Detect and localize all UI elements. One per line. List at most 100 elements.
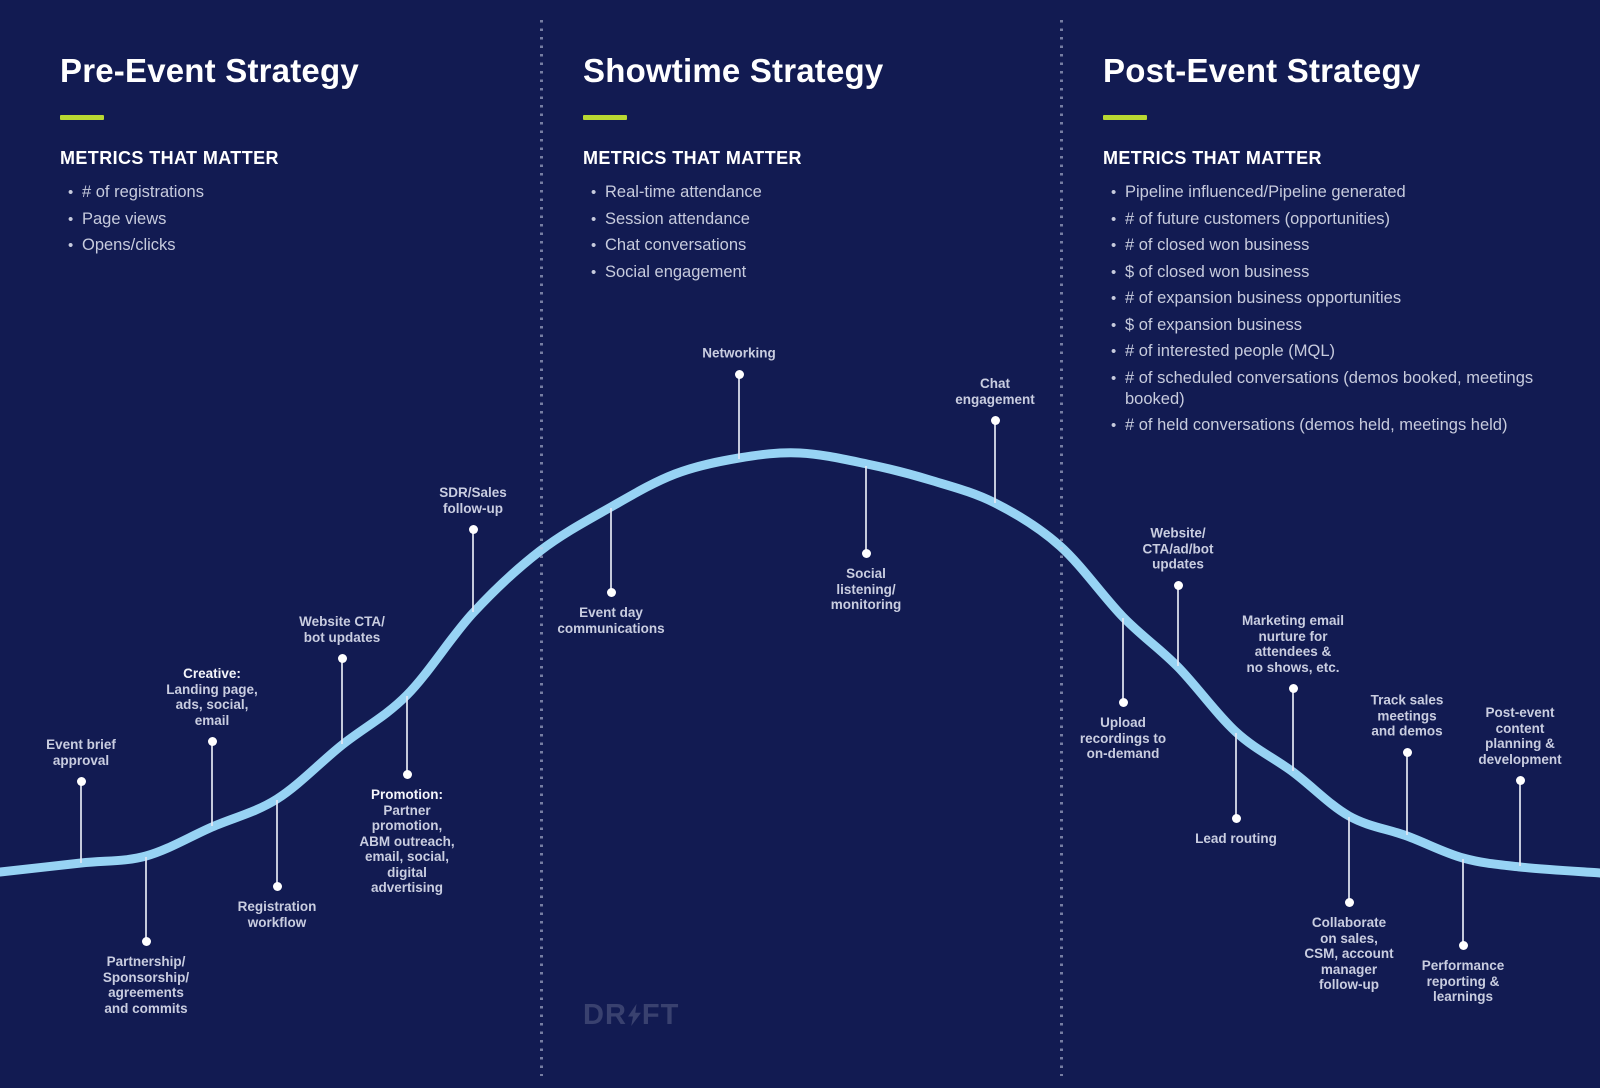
milestone-label-event-brief-approval: Event brief approval — [0, 737, 186, 768]
metric-text: $ of expansion business — [1125, 315, 1303, 334]
metric-text: Opens/clicks — [82, 236, 176, 254]
milestone-line-post-event-content — [1519, 780, 1521, 866]
drift-logo: DR FT — [583, 999, 679, 1032]
bullet-icon: • — [1111, 290, 1117, 307]
milestone-label-text: SDR/Sales follow-up — [439, 485, 507, 516]
metric-item: • Page views — [60, 209, 500, 230]
milestone-label-event-day-communications: Event day communications — [506, 605, 716, 636]
showtime-metrics-list: •Real-time attendance • Session attendance… — [583, 182, 1023, 283]
milestone-label-creative: Creative:Landing page, ads, social, emai… — [107, 666, 317, 728]
milestone-label-text: Performance reporting & learnings — [1421, 958, 1505, 1004]
milestone-label-post-event-content: Post-event content planning & developmen… — [1415, 705, 1600, 767]
metric-text: # of expansion business opportunities — [1125, 289, 1402, 307]
milestone-dot-chat-engagement — [990, 415, 1000, 425]
metric-item: •$ of expansion business — [1103, 315, 1558, 336]
milestone-label-promotion: Promotion:Partner promotion, ABM outreac… — [302, 787, 512, 896]
milestone-line-chat-engagement — [994, 420, 996, 503]
milestone-label-text: Marketing email nurture for attendees & … — [1241, 613, 1345, 675]
milestone-dot-performance-reporting — [1458, 940, 1468, 950]
milestone-label-text: Partnership/ Sponsorship/ agreements and… — [102, 954, 190, 1016]
metric-item: • Session attendance — [583, 209, 1023, 230]
milestone-label-text: Website/ CTA/ad/bot updates — [1142, 525, 1214, 572]
milestone-label-text: Track sales meetings and demos — [1370, 692, 1444, 739]
metric-item: • Pipeline influenced/Pipeline generated — [1103, 182, 1558, 203]
milestone-label-marketing-email-nurture: Marketing email nurture for attendees & … — [1188, 613, 1398, 675]
drift-logo-post: FT — [641, 999, 680, 1031]
metric-item: •# of future customers (opportunities) — [1103, 209, 1558, 230]
accent-underline — [1103, 115, 1147, 120]
post-event-column: Post-Event Strategy METRICS THAT MATTER … — [1103, 52, 1558, 442]
bullet-icon: • — [68, 184, 74, 201]
metric-text: Page views — [82, 209, 167, 228]
milestone-label-text: Chat engagement — [955, 376, 1035, 407]
milestone-line-sdr-sales-follow-up — [472, 529, 474, 612]
milestone-label-upload-recordings: Upload recordings to on-demand — [1018, 715, 1228, 762]
milestone-dot-collaborate-follow-up — [1344, 897, 1354, 907]
milestone-dot-registration-workflow — [272, 881, 282, 891]
milestone-line-track-sales-meetings — [1406, 752, 1408, 835]
bullet-icon: • — [68, 237, 74, 254]
bell-curve-path — [0, 448, 1600, 878]
milestone-line-lead-routing — [1235, 733, 1237, 818]
metric-item: •$ of closed won business — [1103, 262, 1558, 283]
milestone-line-event-brief-approval — [80, 781, 82, 863]
metric-item: •# of interested people (MQL) — [1103, 341, 1558, 362]
pre-event-title: Pre-Event Strategy — [60, 52, 359, 89]
milestone-label-text: Social listening/ monitoring — [830, 566, 902, 612]
metric-text: # of scheduled conversations (demos book… — [1125, 368, 1534, 408]
milestone-label-text: Lead routing — [1195, 831, 1277, 846]
milestone-dot-website-cta-ad-bot-updates — [1173, 580, 1183, 590]
milestone-dot-track-sales-meetings — [1402, 747, 1412, 757]
showtime-metrics-heading: METRICS THAT MATTER — [583, 148, 802, 168]
bullet-icon: • — [1111, 237, 1117, 254]
milestone-label-sdr-sales-follow-up: SDR/Sales follow-up — [368, 485, 578, 516]
milestone-label-text: Event brief approval — [46, 737, 116, 768]
pre-event-metrics-list: •# of registrations•Page views•Opens/cli… — [60, 182, 500, 256]
bullet-icon: • — [1111, 343, 1117, 360]
milestone-label-collaborate-follow-up: Collaborate on sales, CSM, account manag… — [1244, 915, 1454, 993]
metric-text: Session attendance — [605, 209, 750, 228]
milestone-dot-marketing-email-nurture — [1288, 683, 1298, 693]
accent-underline — [583, 115, 627, 120]
milestone-line-partnership-sponsorship — [145, 857, 147, 941]
milestone-label-text: Partner promotion, ABM outreach, email, … — [359, 802, 455, 896]
milestone-dot-promotion — [402, 769, 412, 779]
metric-text: # of closed won business — [1125, 236, 1310, 254]
milestone-line-performance-reporting — [1462, 859, 1464, 945]
metric-item: •Social engagement — [583, 262, 1023, 283]
bullet-icon: • — [591, 210, 597, 228]
metric-item: •Real-time attendance — [583, 182, 1023, 203]
metric-text: Pipeline influenced/Pipeline generated — [1125, 183, 1406, 201]
bullet-icon: • — [591, 263, 597, 281]
milestone-label-partnership-sponsorship: Partnership/ Sponsorship/ agreements and… — [41, 954, 251, 1016]
milestone-line-website-cta-ad-bot-updates — [1177, 585, 1179, 666]
milestone-label-title: Creative: — [183, 666, 241, 681]
section-divider-left — [540, 20, 543, 1076]
milestone-label-text: Event day communications — [557, 605, 665, 636]
milestone-line-promotion — [406, 696, 408, 774]
accent-underline — [60, 115, 104, 120]
pre-event-column: Pre-Event Strategy METRICS THAT MATTER •… — [60, 52, 500, 262]
milestone-label-text: Networking — [702, 345, 776, 361]
milestone-line-networking — [738, 374, 740, 459]
milestone-dot-website-cta-bot-updates — [337, 653, 347, 663]
milestone-label-text: Collaborate on sales, CSM, account manag… — [1304, 915, 1394, 992]
metric-item: •# of held conversations (demos held, me… — [1103, 415, 1558, 436]
milestone-dot-upload-recordings — [1118, 697, 1128, 707]
metric-text: $ of closed won business — [1125, 262, 1310, 281]
bullet-icon: • — [68, 210, 74, 228]
showtime-title: Showtime Strategy — [583, 52, 884, 89]
showtime-column: Showtime Strategy METRICS THAT MATTER •R… — [583, 52, 1023, 288]
metric-item: • # of expansion business opportunities — [1103, 288, 1558, 309]
milestone-label-text: Upload recordings to on-demand — [1079, 715, 1167, 761]
milestone-label-lead-routing: Lead routing — [1131, 831, 1341, 847]
bullet-icon: • — [1111, 184, 1117, 201]
milestone-label-chat-engagement: Chat engagement — [890, 376, 1100, 407]
pre-event-metrics-heading: METRICS THAT MATTER — [60, 148, 279, 168]
milestone-line-event-day-communications — [610, 508, 612, 592]
metric-item: • # of closed won business — [1103, 235, 1558, 256]
metric-text: # of future customers (opportunities) — [1125, 209, 1391, 228]
metric-text: Chat conversations — [605, 236, 747, 254]
